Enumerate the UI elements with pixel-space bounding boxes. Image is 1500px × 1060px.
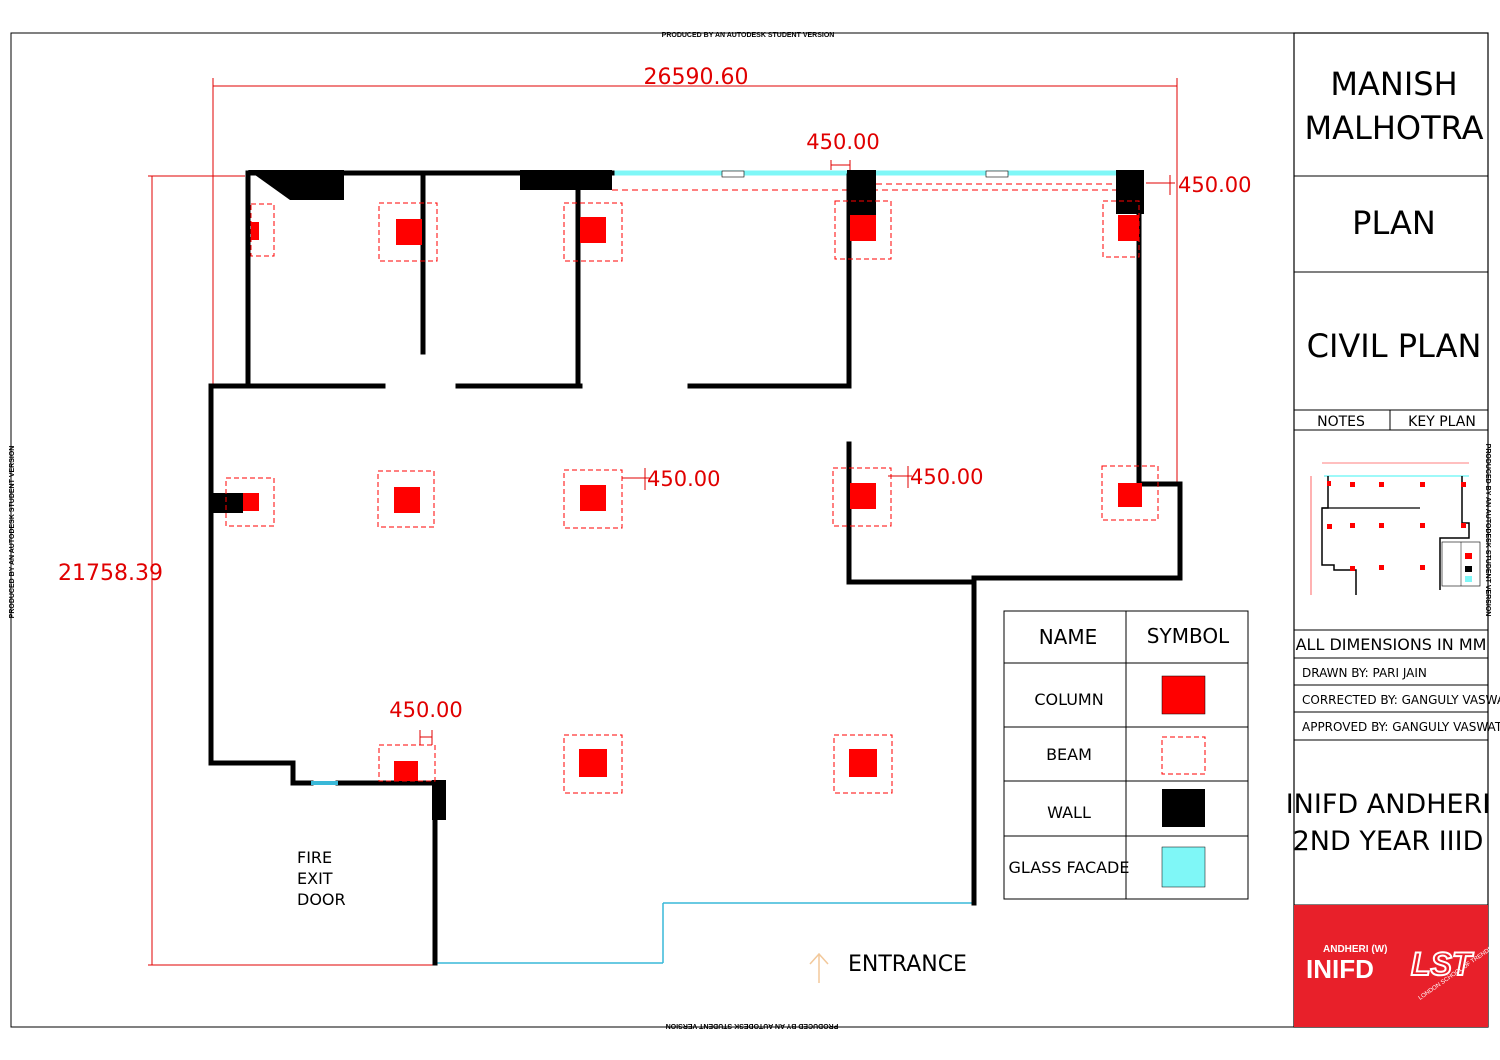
institute-line2: 2ND YEAR IIID [1293,826,1484,857]
column-r3c3 [833,734,893,794]
key-plan-thumbnail [1310,462,1481,595]
watermark-top: PRODUCED BY AN AUTODESK STUDENT VERSION [662,32,835,39]
glass-mullion-2 [985,170,1009,178]
watermark-left: PRODUCED BY AN AUTODESK STUDENT VERSION [9,446,16,619]
legend-header-symbol: SYMBOL [1147,624,1230,648]
legend-header-name: NAME [1039,625,1098,649]
logo-andheri: ANDHERI (W) [1323,944,1387,955]
legend-table: NAME SYMBOL COLUMN BEAM WALL GLASS FACAD… [1003,610,1249,900]
watermark-right: PRODUCED BY AN AUTODESK STUDENT VERSION [1484,444,1491,617]
client-name-line1: MANISH [1330,65,1457,103]
column-r1c4 [834,200,892,260]
dimension-overall-width: 26590.60 [644,65,749,90]
dimension-column-mid-2: 450.00 [910,465,983,489]
column-r3c2 [563,734,623,794]
column-r2c3 [563,469,623,529]
legend-item-beam: BEAM [1046,745,1092,764]
fire-exit-label-3: DOOR [297,890,346,909]
column-r2c2 [377,470,435,528]
column-r1c2 [378,202,438,262]
corrected-by: CORRECTED BY: GANGULY VASWATI [1302,693,1500,707]
column-r3c1 [378,744,436,782]
column-r2c1 [225,477,275,527]
fire-exit-label-2: EXIT [297,869,333,888]
logo-lst: LST [1411,946,1474,982]
title-block-frame [1293,32,1489,1028]
logo-background [1294,905,1488,1027]
dimension-column-mid-1: 450.00 [647,467,720,491]
column-r1c5 [1102,200,1140,258]
overall-dimensions [148,78,1178,966]
notes-label: NOTES [1317,414,1365,430]
client-name-line2: MALHOTRA [1305,109,1484,147]
drawing-title: CIVIL PLAN [1307,327,1482,365]
column-dimension-ticks [419,160,1175,745]
sheet-border [10,32,1489,1028]
approved-by: APPROVED BY: GANGULY VASWATI [1302,720,1500,734]
legend-item-column: COLUMN [1034,690,1103,709]
watermark-bottom: PRODUCED BY AN AUTODESK STUDENT VERSION [666,1022,839,1029]
units-note: ALL DIMENSIONS IN MM [1296,635,1487,654]
logo-inifd: INIFD [1306,954,1374,984]
wall-symbol-icon [1162,789,1205,827]
column-r1c3 [563,202,623,262]
key-plan-label: KEY PLAN [1408,414,1476,430]
column-r2c5 [1101,465,1159,521]
institute-line1: INIFD ANDHERI [1286,789,1491,820]
legend-item-wall: WALL [1047,803,1091,822]
glass-mullion-1 [721,170,745,178]
dimension-column-top: 450.00 [806,130,879,154]
entrance-arrow-icon [809,952,829,983]
fire-exit-label-1: FIRE [297,848,332,867]
drawn-by: DRAWN BY: PARI JAIN [1302,666,1427,680]
title-block: MANISH MALHOTRA PLAN CIVIL PLAN NOTES KE… [1286,65,1500,1027]
dimension-overall-height: 21758.39 [58,561,163,586]
columns [225,200,1159,794]
legend-item-glass-facade: GLASS FACADE [1009,858,1130,877]
dimension-column-top-right: 450.00 [1178,173,1251,197]
dimension-column-bottom: 450.00 [389,698,462,722]
column-r2c4 [832,467,892,527]
column-r1c1 [250,203,275,257]
sheet-title: PLAN [1352,204,1436,242]
column-symbol-icon [1161,675,1206,715]
glass-symbol-icon [1161,846,1206,888]
entrance-label: ENTRANCE [848,952,967,977]
